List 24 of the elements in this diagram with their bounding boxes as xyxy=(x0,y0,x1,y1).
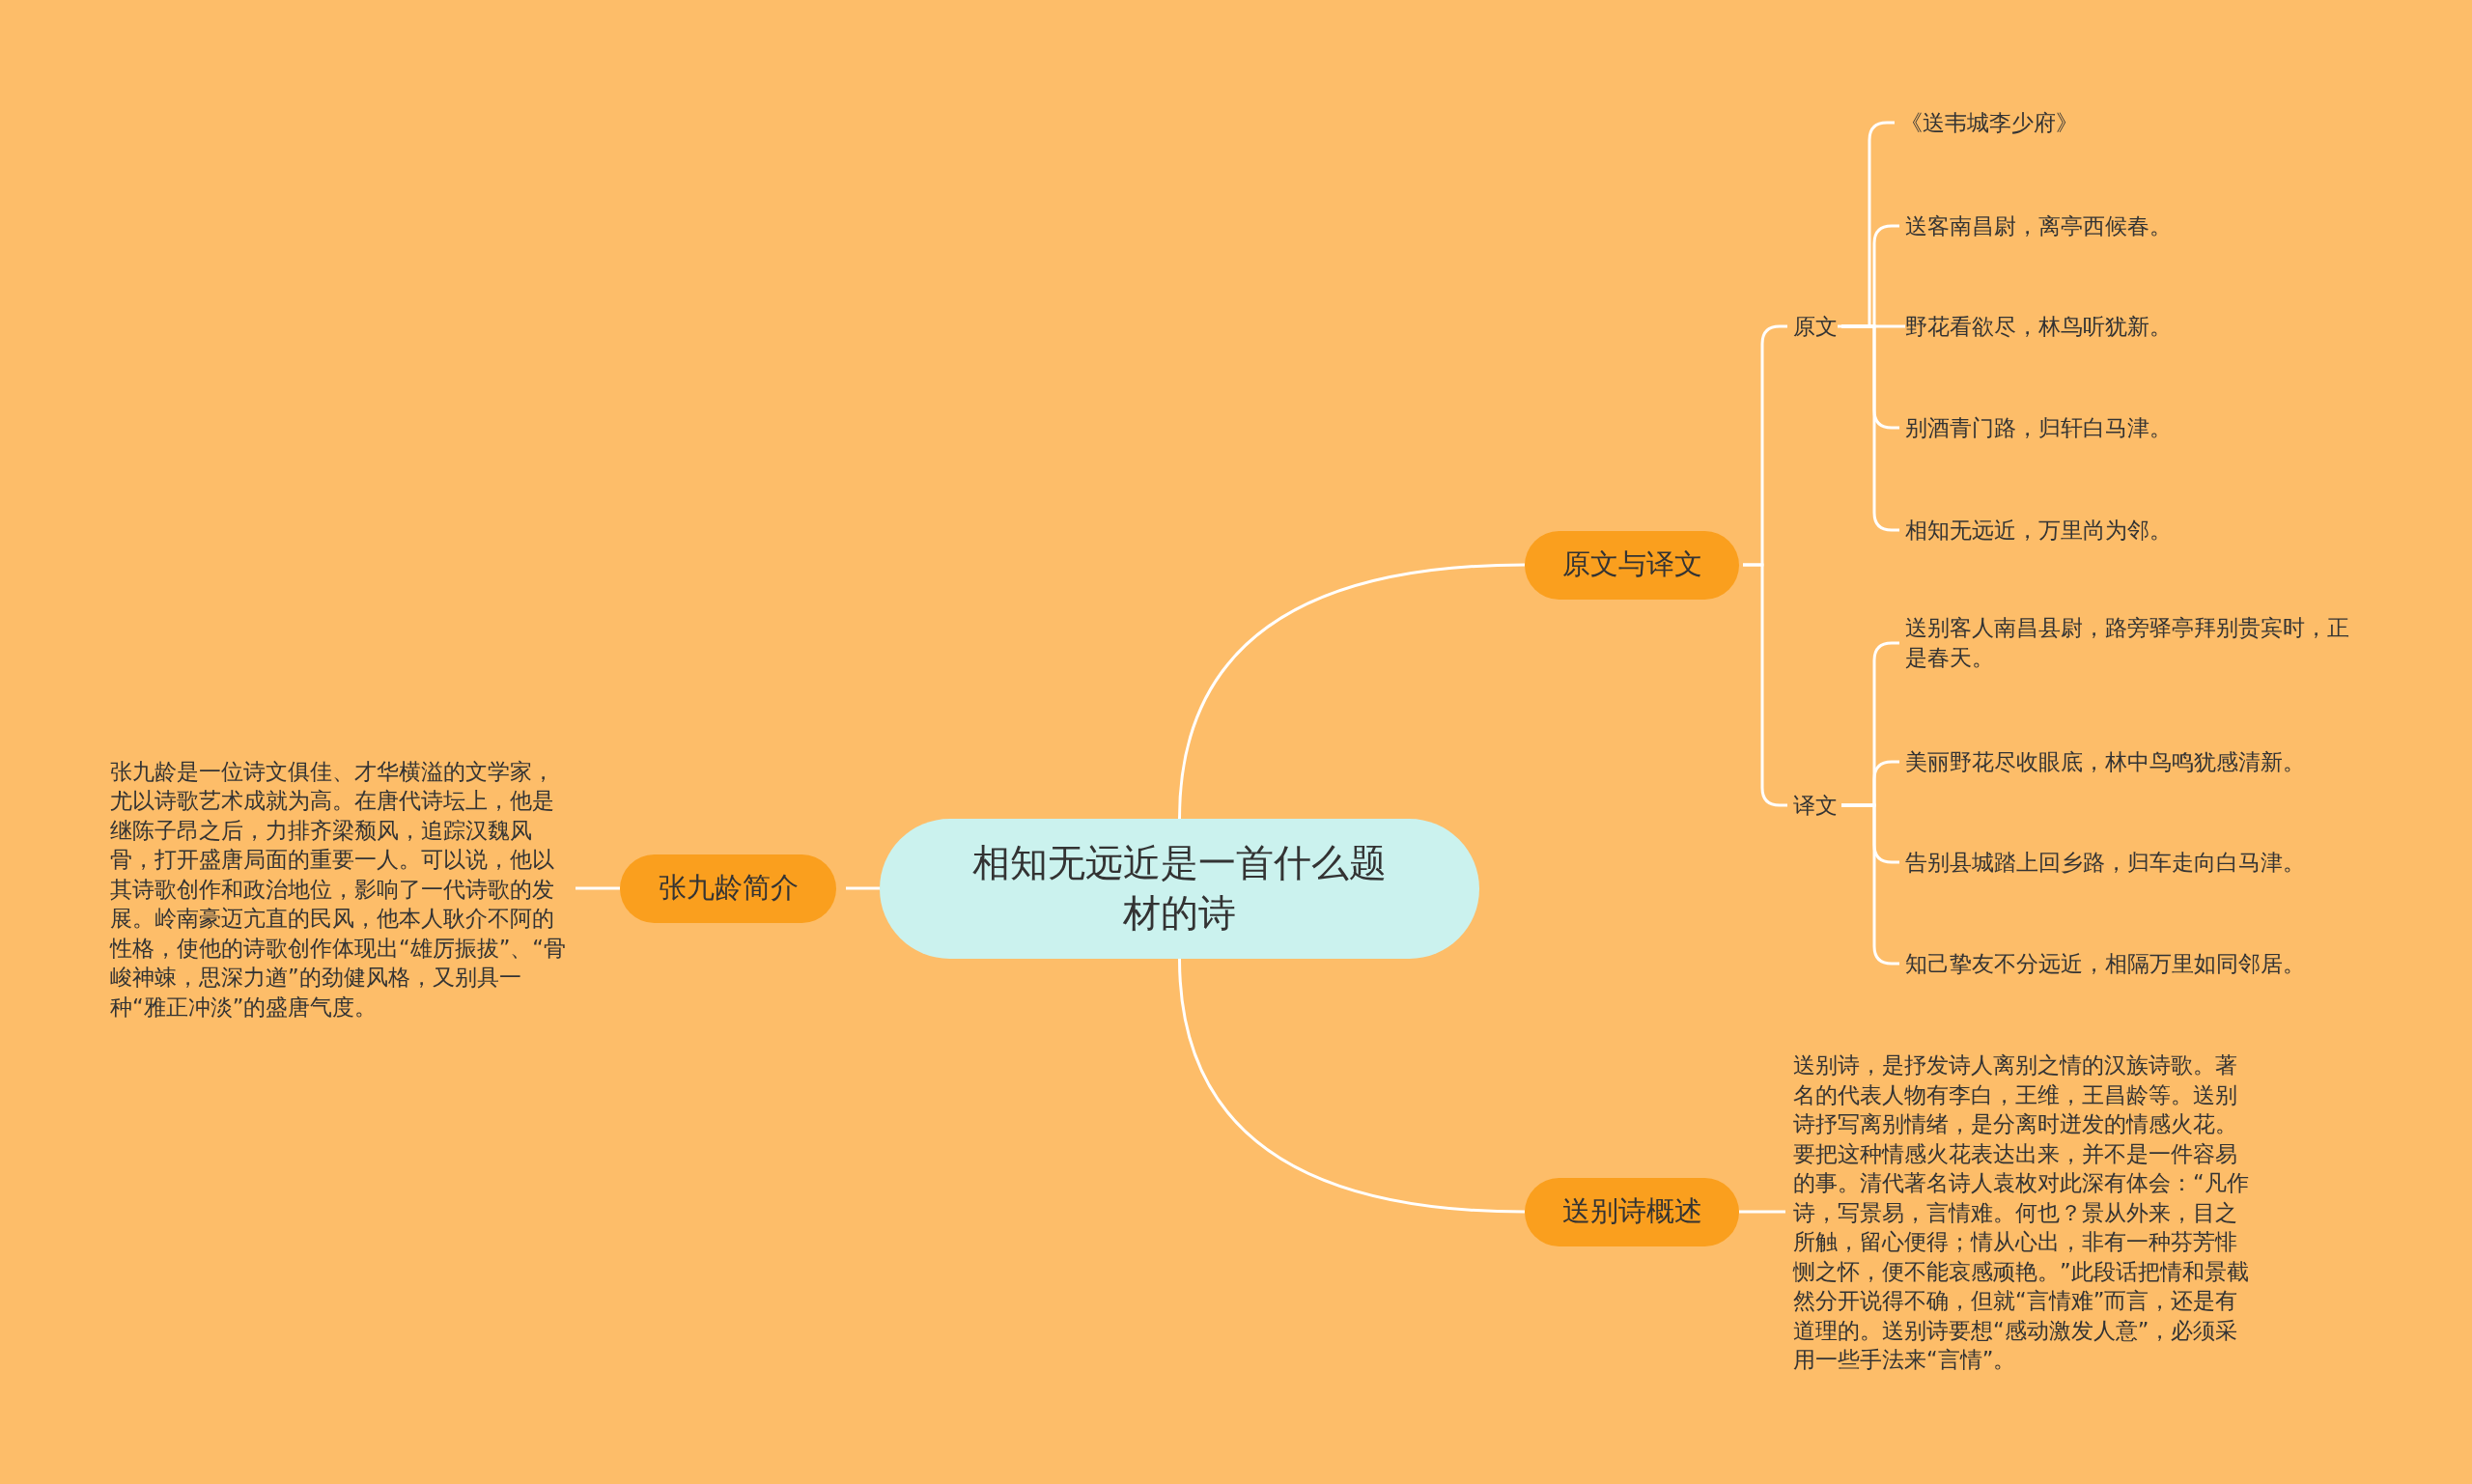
connector-line xyxy=(1739,1210,1785,1214)
branch-pill: 张九龄简介 xyxy=(620,854,836,923)
connector-line xyxy=(846,886,880,890)
translation-line: 美丽野花尽收眼底，林中鸟鸣犹感清新。 xyxy=(1905,746,2369,777)
poem-line: 《送韦城李少府》 xyxy=(1900,107,2364,138)
paragraph: 送别诗，是抒发诗人离别之情的汉族诗歌。著名的代表人物有李白，王维，王昌龄等。送别诗抒写离别情绪，是分离时迸发的情感火花。要把这种情感火花表达出来，并不是一件容易的事。清代著名诗人袁枚对此深有体会：“凡作诗，写景易，言情难。何也？景从外来，目之所触，留心便得；情从心出，非有一种芬芳悱恻之怀，便不能哀感顽艳。”此段话把情和景截然分开说得不确，但就“言情难”而言，还是有道理的。送别诗要想“感动激发人意”，必须采用一些手法来“言情”。 xyxy=(1793,1050,2255,1375)
connector-line xyxy=(1743,563,1787,807)
poem-line: 相知无远近，万里尚为邻。 xyxy=(1905,515,2369,546)
connector-line xyxy=(576,886,620,890)
paragraph: 张九龄是一位诗文俱佳、才华横溢的文学家，尤以诗歌艺术成就为高。在唐代诗坛上，他是继陈子昂之后，力排齐梁颓风，追踪汉魏风骨，打开盛唐局面的重要一人。可以说，他以其诗歌创作和政治地位，影响了一代诗歌的发展。岭南豪迈亢直的民风，他本人耿介不阿的性格，使他的诗歌创作体现出“雄厉振拔”、“骨峻神竦，思深力遒”的劲健风格，又别具一种“雅正冲淡”的盛唐气度。 xyxy=(110,756,572,1022)
branch-pill: 原文与译文 xyxy=(1525,530,1739,600)
connector-line xyxy=(1178,563,1526,820)
translation-line: 送别客人南昌县尉，路旁驿亭拜别贵宾时，正是春天。 xyxy=(1905,613,2369,673)
connector-line xyxy=(1838,324,1905,328)
poem-line: 送客南昌尉，离亭西候春。 xyxy=(1905,210,2369,241)
poem-line: 别酒青门路，归轩白马津。 xyxy=(1905,412,2369,443)
topic-bubble: 相知无远近是一首什么题材的诗 xyxy=(880,818,1479,959)
translation-line: 知己挚友不分远近，相隔万里如同邻居。 xyxy=(1905,948,2369,979)
branch-pill: 送别诗概述 xyxy=(1525,1177,1739,1246)
category-label: 译文 xyxy=(1793,790,1838,821)
category-label: 原文 xyxy=(1793,311,1838,342)
translation-line: 告别县城踏上回乡路，归车走向白马津。 xyxy=(1905,847,2369,878)
poem-line: 野花看欲尽，林鸟听犹新。 xyxy=(1905,311,2369,342)
connector-line xyxy=(1178,958,1526,1214)
